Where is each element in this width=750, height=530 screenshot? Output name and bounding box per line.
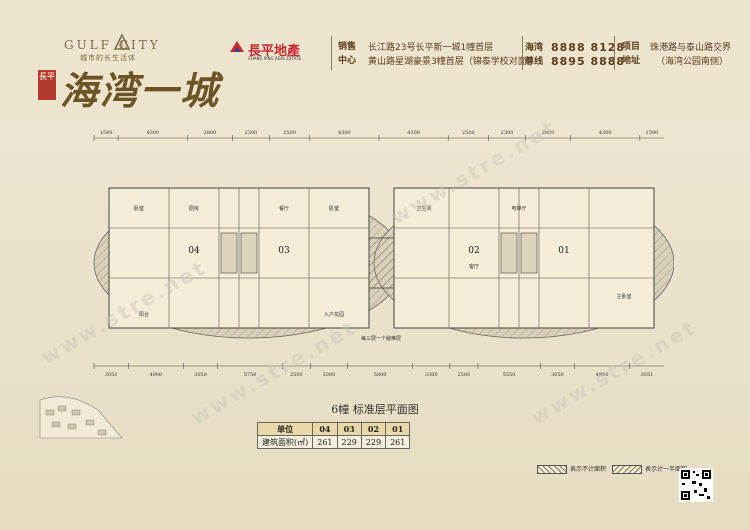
project-logo-icon xyxy=(113,34,131,50)
room-label: 电梯厅 xyxy=(511,205,526,212)
brand-seal: 長平 xyxy=(38,70,56,100)
unit-label-02: 02 xyxy=(468,246,479,256)
legend-label-2: 表示计一半面积 xyxy=(645,466,688,473)
dimension-label: 2300 xyxy=(245,130,258,136)
project-title: 海湾一城 xyxy=(60,68,221,113)
phone-2: 8895 8888 xyxy=(551,55,626,68)
phone-1: 8888 8128 xyxy=(551,41,626,54)
legend-swatch-hatch xyxy=(537,465,567,474)
table-unit: 02 xyxy=(360,422,387,436)
legend-item-1: 表示不计面积 xyxy=(537,464,606,474)
table-unit: 01 xyxy=(385,422,411,436)
dimension-label: 2500 xyxy=(283,130,296,136)
table-header-label: 单位 xyxy=(256,422,314,436)
dimension-label: 5800 xyxy=(374,372,387,378)
room-label: 入户花园 xyxy=(324,311,344,318)
legend-item-2: 表示计一半面积 xyxy=(612,464,687,474)
table-unit: 04 xyxy=(312,422,338,436)
table-area: 261 xyxy=(312,435,338,449)
dimension-label: 4900 xyxy=(149,372,162,378)
dimension-label: 2500 xyxy=(290,372,303,378)
dimension-label: 4900 xyxy=(596,372,609,378)
dimension-label: 3051 xyxy=(640,372,653,378)
plan-caption: 6幢 标准层平面图 xyxy=(331,403,419,416)
dimension-label: 2500 xyxy=(458,372,471,378)
room-label: 厨房 xyxy=(189,205,199,212)
room-label: 主卧室 xyxy=(616,293,631,300)
developer-name-en: CHANG PING REAL ESTATE xyxy=(248,56,301,61)
dimension-label: 2300 xyxy=(501,130,514,136)
project-address-1: 珠港路与泰山路交界 xyxy=(650,43,732,53)
unit-label-03: 03 xyxy=(278,246,290,256)
dimension-label: 4300 xyxy=(407,130,420,136)
qr-code-icon xyxy=(679,468,713,502)
unit-label-01: 01 xyxy=(558,246,569,256)
room-label: 阳台 xyxy=(139,311,149,318)
dimension-label: 1500 xyxy=(646,130,659,136)
dimension-label: 3300 xyxy=(323,372,336,378)
room-label: 卧室 xyxy=(329,205,339,212)
header-band xyxy=(0,0,750,120)
dimension-label: 4300 xyxy=(338,130,351,136)
dimension-label: 2500 xyxy=(462,130,475,136)
room-label: 卧室 xyxy=(134,205,144,212)
project-slogan: 城市的长生活体 xyxy=(80,54,136,62)
table-row-label: 建筑面积(㎡) xyxy=(256,435,314,449)
sales-address-2: 黄山路星湖豪景3幢首层（锦泰学校对面） xyxy=(368,57,536,67)
developer-logo-icon xyxy=(230,41,244,52)
developer-name: 長平地產 xyxy=(248,44,301,59)
room-label: 餐厅 xyxy=(279,205,289,212)
dimension-label: 1500 xyxy=(100,130,113,136)
hotline-label-1: 海湾 xyxy=(525,43,544,53)
hotline-label-2: 尊线 xyxy=(525,57,544,67)
sales-center-label: 销售中心 xyxy=(338,42,357,66)
project-address-label: 项目地址 xyxy=(622,42,641,66)
dimension-label: 3300 xyxy=(425,372,438,378)
room-label: 卫生间 xyxy=(416,205,431,212)
dimension-label: 5550 xyxy=(503,372,516,378)
dimension-label: 2800 xyxy=(204,130,217,136)
table-area: 261 xyxy=(385,435,411,449)
dimension-label: 4300 xyxy=(146,130,159,136)
project-name-en: GULF CITY xyxy=(64,38,161,52)
legend-label-1: 表示不计面积 xyxy=(570,466,607,473)
room-label: 客厅 xyxy=(469,263,479,270)
table-area: 229 xyxy=(360,435,387,449)
divider xyxy=(614,36,615,70)
project-address-2: （海湾公园南侧） xyxy=(656,57,729,67)
site-minimap xyxy=(39,396,123,439)
dimension-label: 3051 xyxy=(105,372,118,378)
divider xyxy=(331,36,332,70)
divider xyxy=(522,36,523,70)
floor-plan: 1500 4300 2800 2300 2500 4300 4300 2500 2300 2800… xyxy=(93,130,674,378)
bridge-label: 每三层一个避难层 xyxy=(361,335,401,342)
dimension-label: 2800 xyxy=(542,130,555,136)
unit-label-04: 04 xyxy=(188,246,200,256)
sales-address-1: 长江路23号长平新一城1幢首层 xyxy=(368,43,494,53)
area-table: 单位 04 03 02 01 建筑面积(㎡) 261 229 229 261 xyxy=(256,422,411,449)
table-area: 229 xyxy=(336,435,362,449)
legend-swatch-cross xyxy=(612,465,642,474)
dimension-label: 4300 xyxy=(599,130,612,136)
table-unit: 03 xyxy=(336,422,362,436)
dimension-label: 5750 xyxy=(244,372,257,378)
dimension-label: 3050 xyxy=(551,372,564,378)
dimension-label: 3050 xyxy=(194,372,207,378)
